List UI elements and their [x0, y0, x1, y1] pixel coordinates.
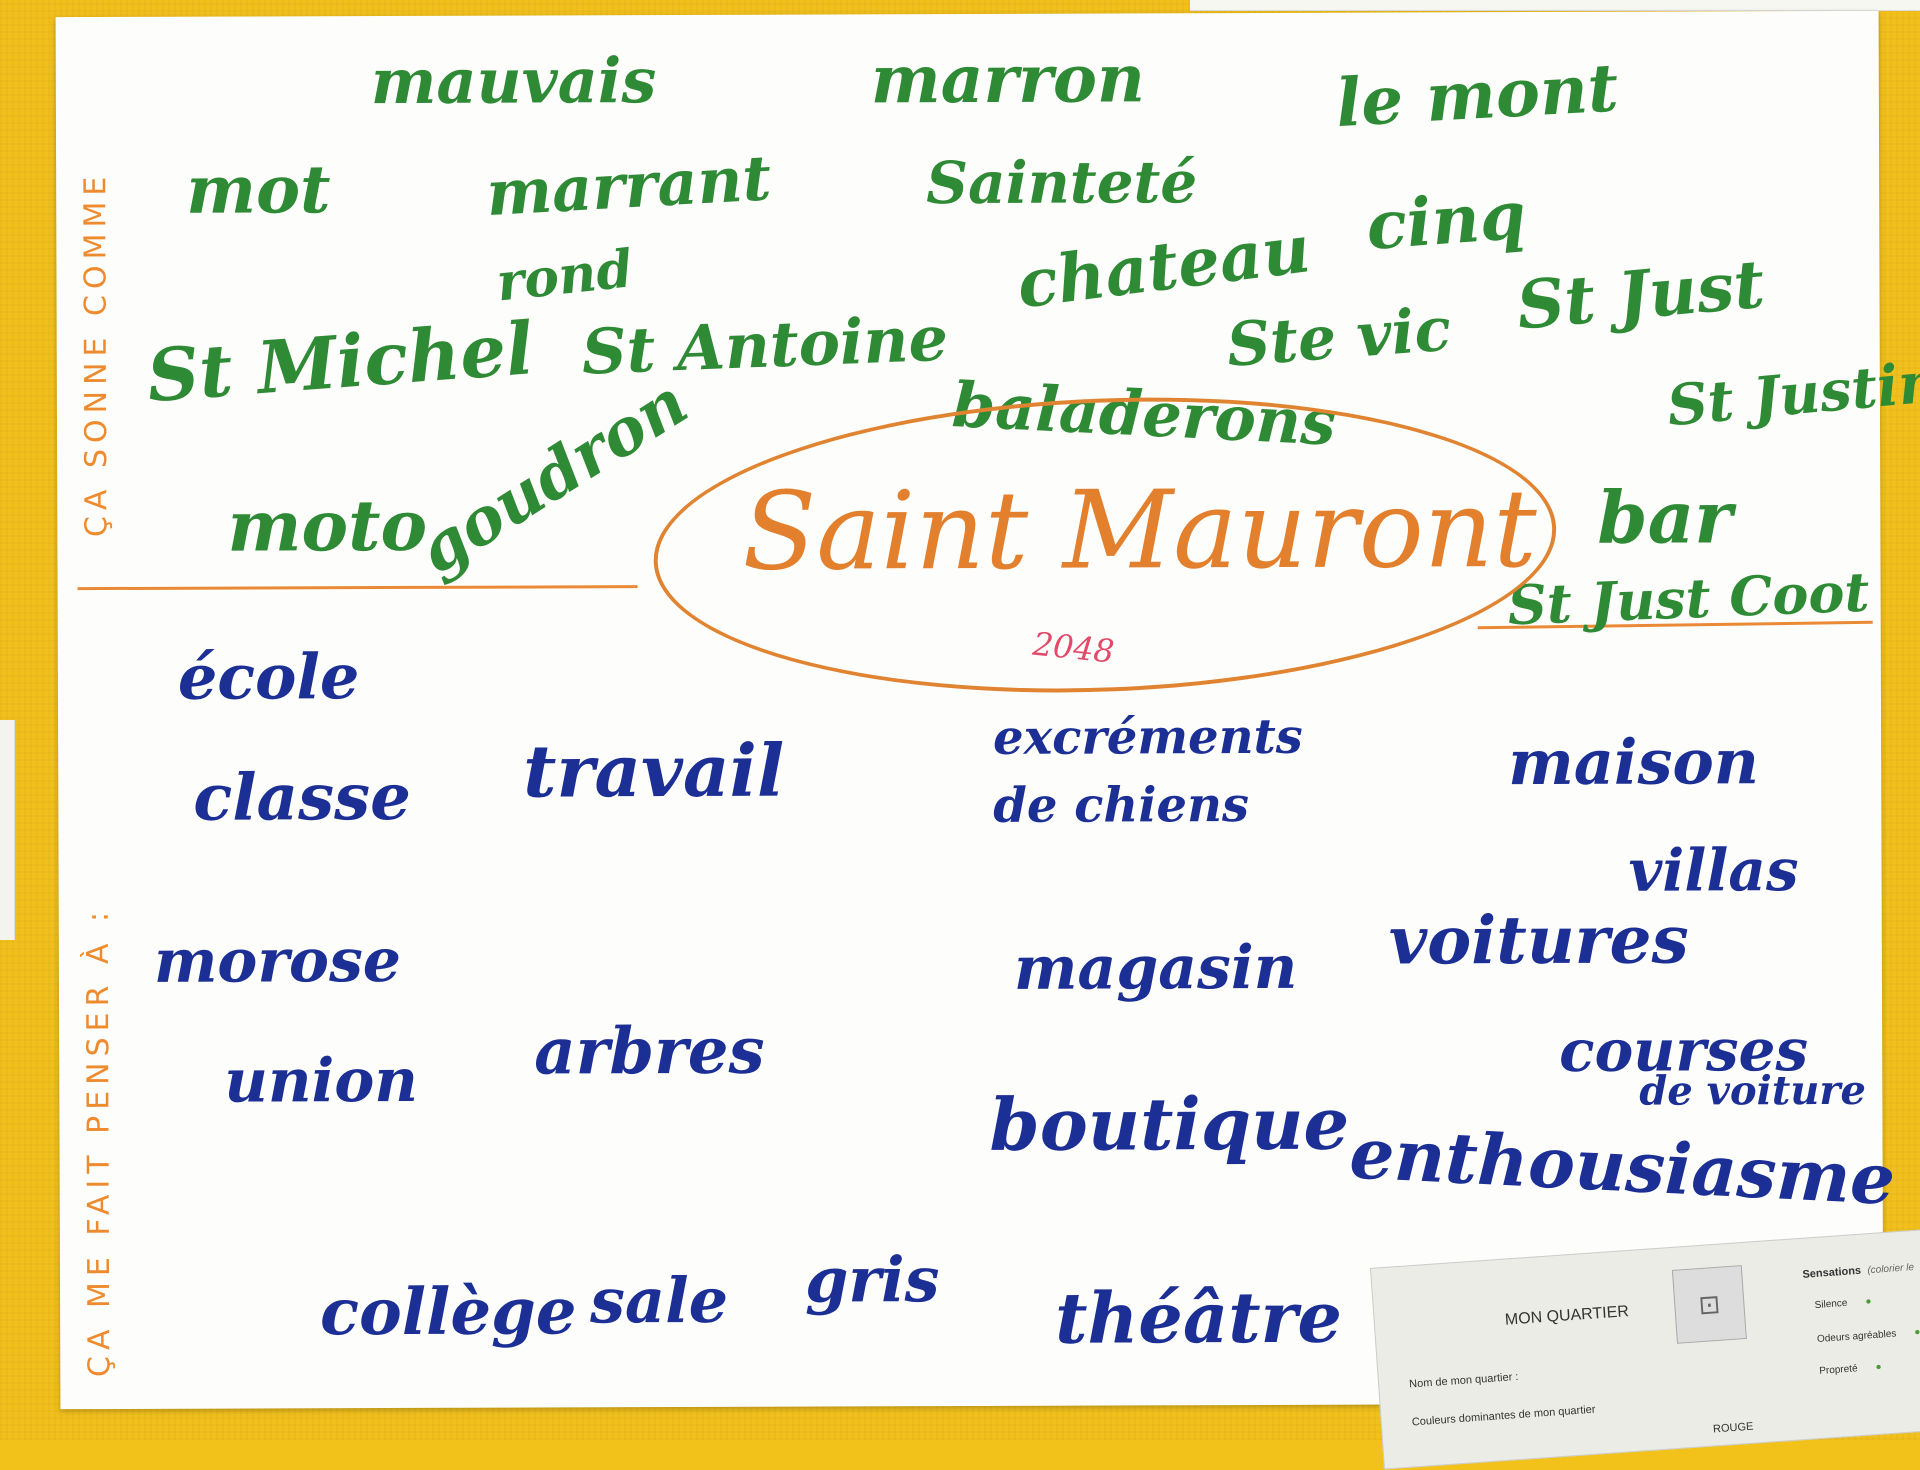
word-villas: villas	[1628, 836, 1799, 905]
worksheet-row-label: Propreté	[1818, 1363, 1858, 1377]
word-union: union	[224, 1045, 419, 1117]
word-cinq: cinq	[1363, 175, 1529, 266]
word-college: collège	[319, 1274, 577, 1351]
word-classe: classe	[193, 759, 411, 836]
sounds-like-label: ÇA SONNE COMME	[78, 170, 115, 538]
worksheet-field-colors: Couleurs dominantes de mon quartier	[1411, 1403, 1596, 1429]
word-bar: bar	[1597, 474, 1733, 560]
checkbox-icon: ●	[1865, 1296, 1872, 1308]
reminds-of-label: ÇA ME FAIT PENSER À :	[80, 905, 118, 1378]
word-st-michel: St Michel	[144, 305, 537, 419]
word-marron: marron	[870, 39, 1146, 119]
poster-year: 2048	[1031, 624, 1116, 671]
word-boutique: boutique	[989, 1080, 1350, 1167]
word-magasin: magasin	[1013, 932, 1298, 1004]
word-saintete: Sainteté	[926, 148, 1198, 218]
worksheet-row: Propreté ●	[1819, 1362, 1882, 1377]
word-arbres: arbres	[534, 1013, 765, 1090]
paper-scrap-left	[0, 720, 15, 940]
word-st-just: St Just	[1513, 244, 1768, 345]
word-excrements: excréments	[992, 708, 1303, 766]
neighborhood-worksheet: MON QUARTIER ⊡ Nom de mon quartier : Cou…	[1370, 1226, 1920, 1470]
worksheet-row: Silence ●	[1814, 1296, 1871, 1311]
word-maison: maison	[1508, 725, 1759, 800]
word-rond: rond	[493, 238, 636, 314]
worksheet-sensations-note: (colorier le	[1867, 1262, 1915, 1277]
word-gris: gris	[804, 1243, 940, 1317]
checkbox-icon: ●	[1875, 1361, 1882, 1373]
checkbox-icon: ●	[1913, 1326, 1920, 1339]
word-mot: mot	[186, 150, 331, 229]
word-sale: sale	[589, 1263, 729, 1338]
word-morose: morose	[153, 925, 402, 997]
word-ste-vic: Ste vic	[1224, 294, 1454, 381]
word-le-mont: le mont	[1333, 48, 1621, 143]
worksheet-row-label: Silence	[1814, 1297, 1848, 1312]
word-st-antoine: St Antoine	[580, 301, 950, 389]
word-chateau: chateau	[1012, 209, 1315, 324]
worksheet-sensations-title: Sensations	[1802, 1264, 1862, 1281]
word-marrant: marrant	[484, 141, 773, 231]
word-voitures: voitures	[1388, 900, 1689, 980]
worksheet-field-name: Nom de mon quartier :	[1408, 1370, 1519, 1391]
worksheet-row: Odeurs agréables ●	[1817, 1327, 1920, 1345]
brainstorm-poster: ÇA SONNE COMME ÇA ME FAIT PENSER À : mau…	[55, 10, 1920, 1410]
divider-line-left	[77, 585, 638, 591]
worksheet-row-label: Odeurs agréables	[1816, 1328, 1897, 1345]
map-square-icon: ⊡	[1671, 1265, 1747, 1344]
worksheet-title: MON QUARTIER	[1504, 1303, 1630, 1329]
paper-scrap-top	[1190, 0, 1920, 11]
poster-title: Saint Mauront	[742, 467, 1537, 595]
word-st-just-coot: St Just Coot	[1506, 559, 1871, 638]
word-de-chiens: de chiens	[993, 777, 1250, 834]
word-enthousiasme: enthousiasme	[1347, 1111, 1897, 1222]
worksheet-rouge: ROUGE	[1712, 1420, 1754, 1436]
word-mauvais: mauvais	[370, 44, 657, 119]
word-de-voiture: de voiture	[1639, 1066, 1866, 1115]
word-travail: travail	[523, 727, 785, 814]
word-ecole: école	[177, 640, 360, 714]
word-theatre: théâtre	[1054, 1275, 1343, 1360]
word-moto: moto	[227, 483, 428, 568]
